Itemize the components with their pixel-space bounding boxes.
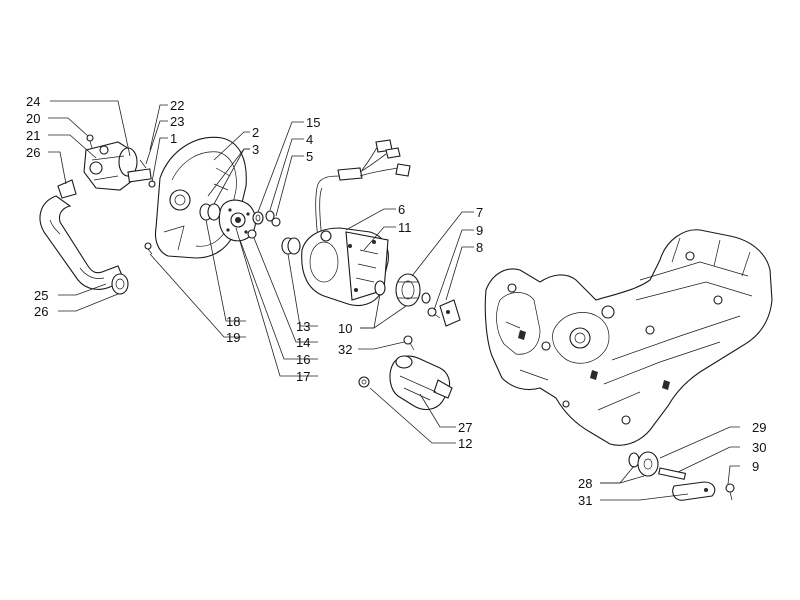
water-pump-part bbox=[83, 141, 152, 191]
pivot-bushing-part bbox=[628, 451, 659, 477]
small-washer-part bbox=[247, 229, 257, 239]
coolant-hose-part bbox=[39, 195, 125, 290]
label-30: 30 bbox=[752, 440, 766, 455]
pivot-lever-part bbox=[672, 481, 716, 501]
starter-screw-lower-part bbox=[358, 376, 370, 388]
label-2: 2 bbox=[252, 125, 259, 140]
hose-clamp-lower-part bbox=[111, 273, 129, 295]
pivot-screw-part bbox=[725, 483, 735, 501]
label-12: 12 bbox=[458, 436, 472, 451]
label-5: 5 bbox=[306, 149, 313, 164]
fan-washer-part bbox=[265, 210, 275, 222]
label-7: 7 bbox=[476, 205, 483, 220]
part-number-labels: 24 20 21 26 22 23 1 2 3 15 4 5 6 11 7 9 … bbox=[26, 94, 766, 508]
label-26-upper: 26 bbox=[26, 145, 40, 160]
starter-screw-upper-part bbox=[403, 335, 415, 351]
label-8: 8 bbox=[476, 240, 483, 255]
hose-clamp-upper-part bbox=[57, 179, 77, 199]
label-29: 29 bbox=[752, 420, 766, 435]
label-9-upper: 9 bbox=[476, 223, 483, 238]
fan-bolt-part bbox=[271, 217, 281, 227]
label-27: 27 bbox=[458, 420, 472, 435]
pump-screw-part bbox=[86, 134, 94, 149]
crankcase-part bbox=[484, 229, 773, 446]
flywheel-nut-part bbox=[281, 237, 301, 255]
label-26-lower: 26 bbox=[34, 304, 48, 319]
label-14: 14 bbox=[296, 335, 310, 350]
label-21: 21 bbox=[26, 128, 40, 143]
label-22: 22 bbox=[170, 98, 184, 113]
label-18: 18 bbox=[226, 314, 240, 329]
starter-pulley-part bbox=[374, 273, 431, 307]
pickup-bracket-part bbox=[439, 299, 461, 327]
label-6: 6 bbox=[398, 202, 405, 217]
label-24: 24 bbox=[26, 94, 40, 109]
cover-pin-part bbox=[139, 159, 147, 169]
label-19: 19 bbox=[226, 330, 240, 345]
label-1: 1 bbox=[170, 131, 177, 146]
starter-motor-part bbox=[389, 355, 453, 411]
label-25: 25 bbox=[34, 288, 48, 303]
leader-lines bbox=[48, 100, 740, 501]
pivot-pin-part bbox=[658, 467, 687, 480]
label-9-lower: 9 bbox=[752, 459, 759, 474]
wiring-harness-part bbox=[315, 139, 411, 241]
cover-bolt-part bbox=[144, 242, 153, 255]
label-23: 23 bbox=[170, 114, 184, 129]
fan-nut-part bbox=[252, 211, 264, 225]
label-11: 11 bbox=[398, 220, 412, 235]
label-13: 13 bbox=[296, 319, 310, 334]
label-16: 16 bbox=[296, 352, 310, 367]
label-31: 31 bbox=[578, 493, 592, 508]
label-10: 10 bbox=[338, 321, 352, 336]
stator-generator-part bbox=[301, 227, 389, 307]
label-17: 17 bbox=[296, 369, 310, 384]
label-15: 15 bbox=[306, 115, 320, 130]
label-32: 32 bbox=[338, 342, 352, 357]
spacer-part bbox=[199, 203, 221, 221]
label-4: 4 bbox=[306, 132, 313, 147]
label-28: 28 bbox=[578, 476, 592, 491]
label-20: 20 bbox=[26, 111, 40, 126]
label-3: 3 bbox=[252, 142, 259, 157]
